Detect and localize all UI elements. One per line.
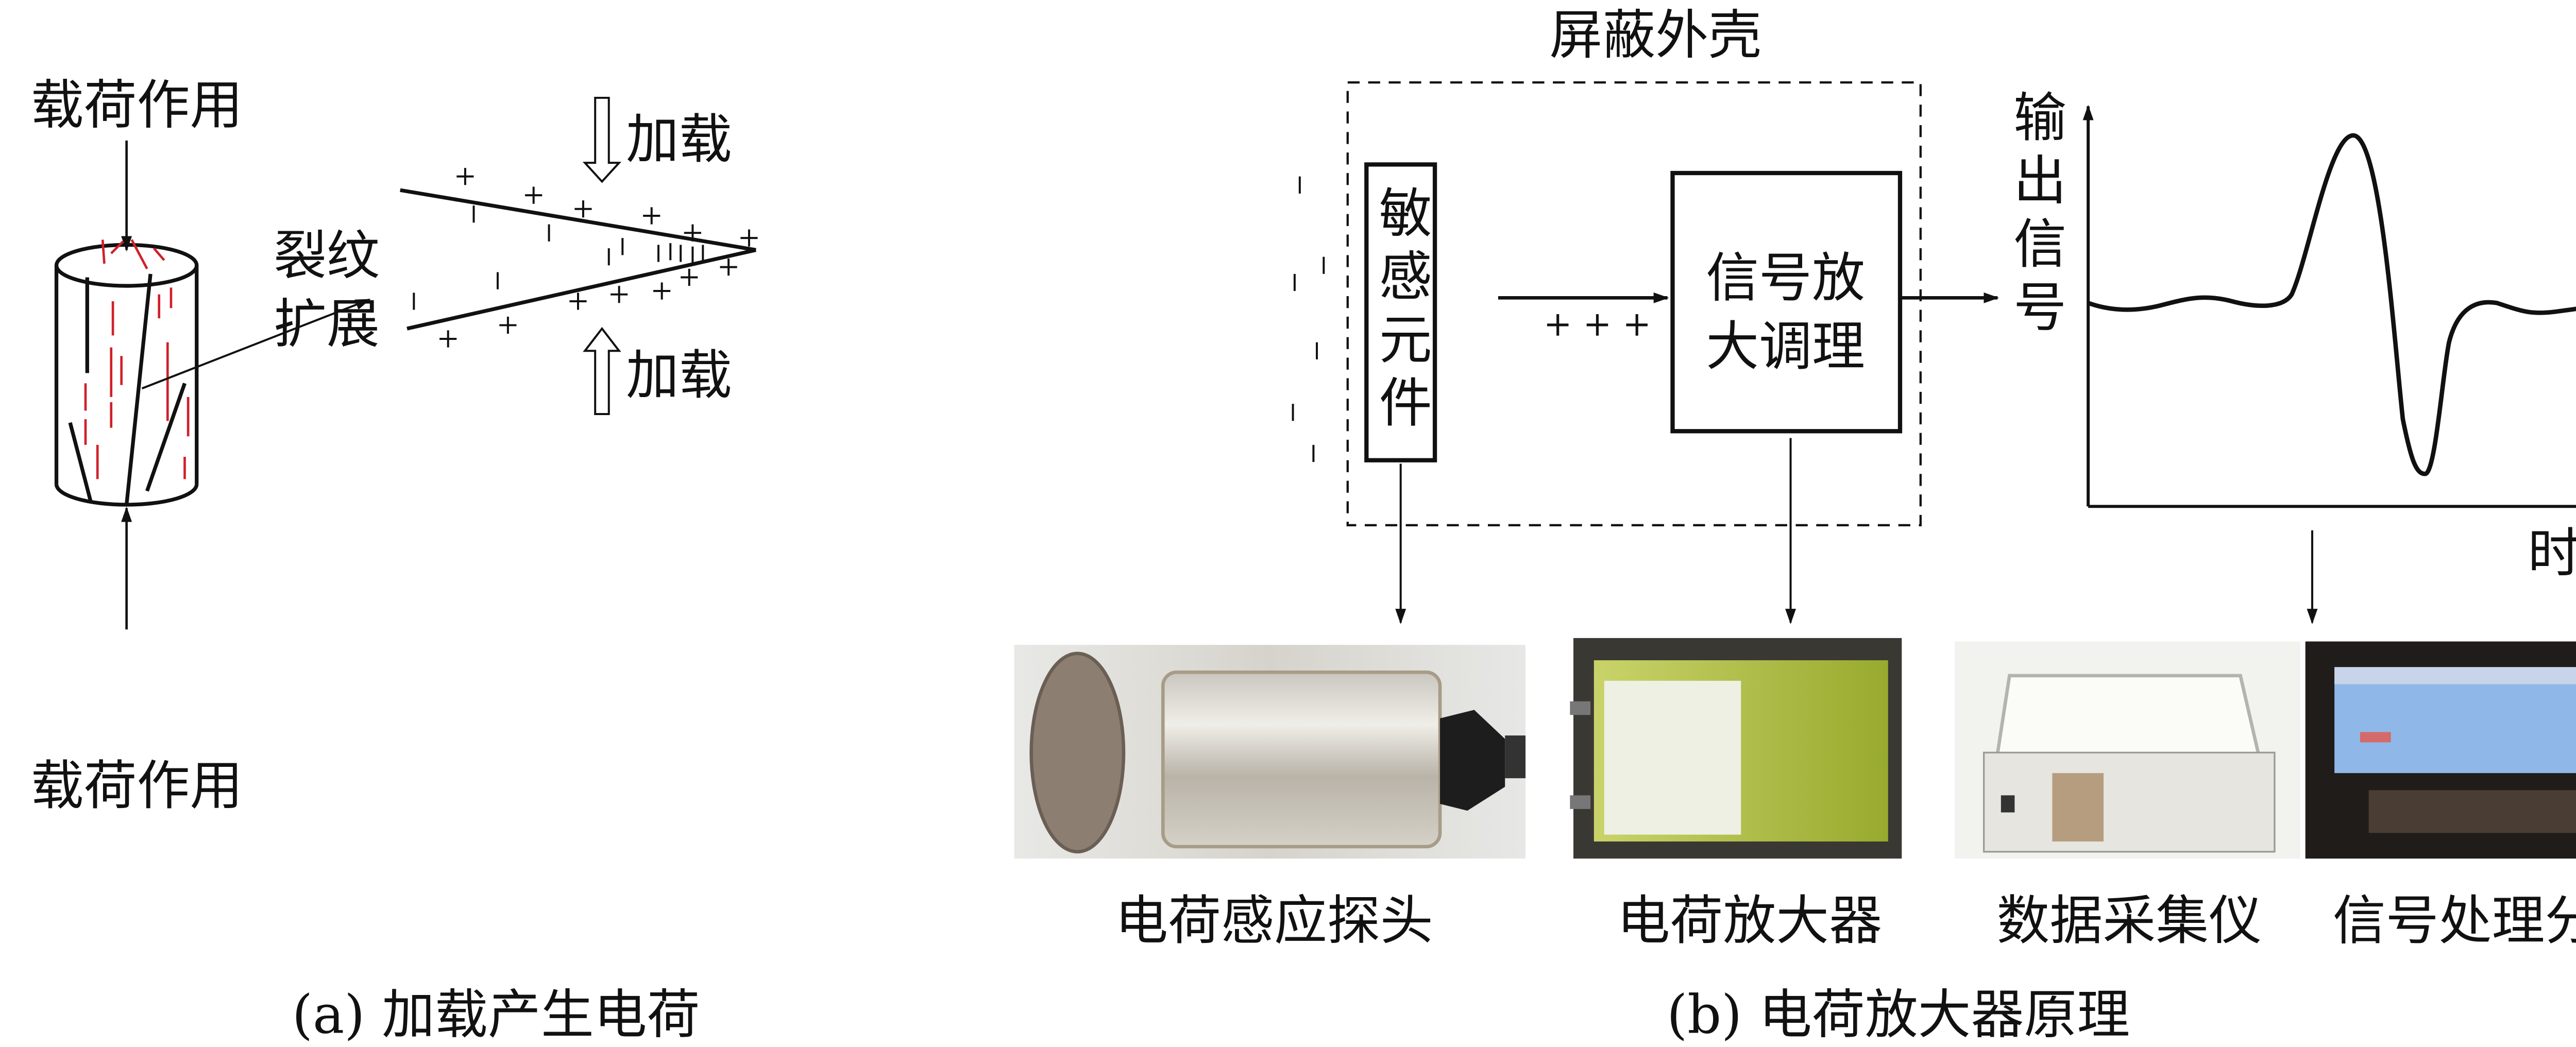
- amplifier-label-line2: 大调理: [1706, 316, 1865, 377]
- crack-mark: [130, 239, 148, 269]
- photo-label-daq: 数据采集仪: [1997, 890, 2262, 952]
- photo-signal-analysis: [2305, 641, 2576, 859]
- crack-mark: [110, 241, 124, 254]
- caption-b: (b) 电荷放大器原理: [1667, 984, 2130, 1046]
- sensor-element-label: 敏感元件: [1370, 185, 1432, 438]
- photo-charge-probe: [1014, 645, 1526, 859]
- x-axis-label: 时间: [2528, 522, 2576, 584]
- crack-label-line1: 裂纹: [274, 225, 380, 287]
- micro-cracks: [84, 239, 190, 479]
- cylinder-specimen: [54, 243, 199, 507]
- amplifier-label-line1: 信号放: [1706, 247, 1865, 309]
- load-up-arrow-icon: [583, 327, 621, 416]
- crack-zoom-arrow: [141, 298, 371, 390]
- photo-data-acquisition: [1955, 641, 2300, 859]
- y-axis-label: 输出信号: [2004, 89, 2066, 342]
- panel-b: 屏蔽外壳 敏感元件 + + + 信号放 大调理 输出信号 时间: [1014, 5, 2576, 1046]
- external-charges: [1292, 176, 1325, 462]
- shield-enclosure: [1346, 81, 1922, 526]
- signal-waveform: [2087, 133, 2576, 476]
- shield-label: 屏蔽外壳: [1550, 5, 1762, 66]
- photo-label-amplifier: 电荷放大器: [1617, 890, 1882, 952]
- caption-a: (a) 加载产生电荷: [292, 984, 700, 1046]
- photo-label-analysis: 信号处理分析: [2333, 890, 2576, 952]
- crack-mark: [101, 239, 106, 264]
- panel-a: 载荷作用 载荷作用 裂纹 扩展 加载 加载 (a) 加载产生电荷: [31, 75, 758, 1046]
- charge-signs: [413, 168, 758, 348]
- crack-wedge: [400, 188, 757, 331]
- photo-label-probe: 电荷感应探头: [1115, 890, 1433, 952]
- load-label-top: 载荷作用: [31, 75, 243, 136]
- crack-mark: [152, 247, 165, 261]
- loading-label-bottom: 加载: [626, 345, 732, 406]
- loading-label-top: 加载: [626, 109, 732, 170]
- load-down-arrow-icon: [582, 96, 622, 183]
- photo-charge-amplifier: [1570, 638, 1902, 859]
- amplifier-box: [1670, 170, 1903, 434]
- load-label-bottom: 载荷作用: [31, 755, 243, 817]
- charge-signs-label: + + +: [1544, 303, 1651, 344]
- sensor-element-box: [1364, 162, 1437, 462]
